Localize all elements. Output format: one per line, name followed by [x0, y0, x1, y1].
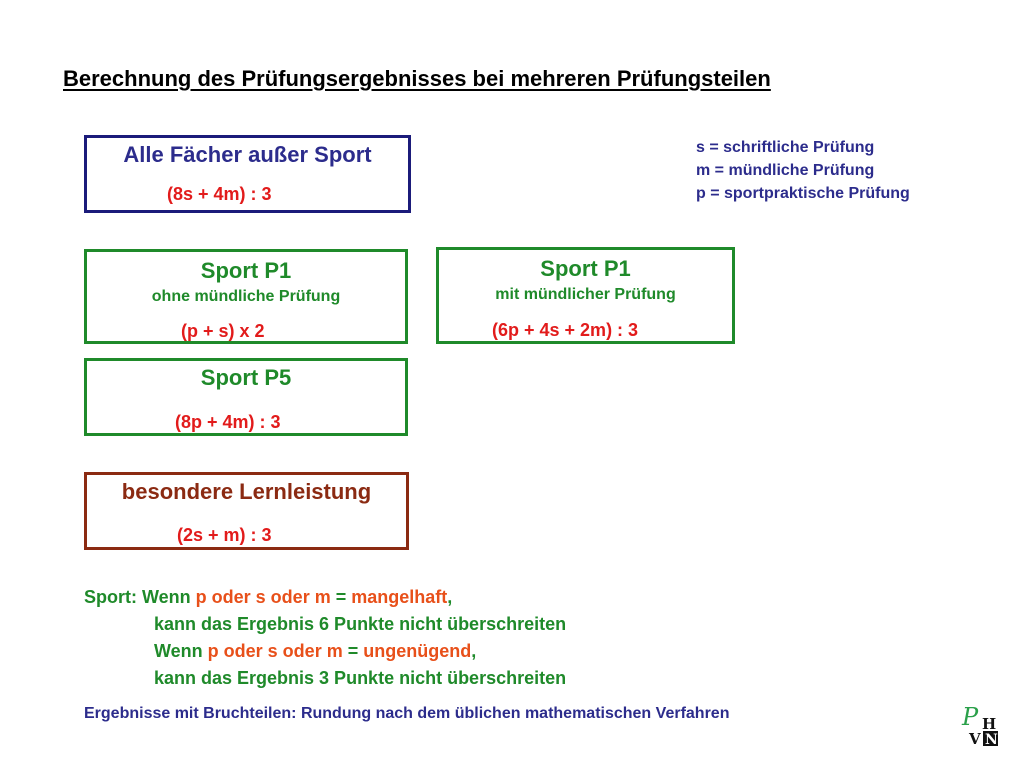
box-sport-p1-ohne: Sport P1 ohne mündliche Prüfung (p + s) …	[84, 249, 408, 344]
box-alle-faecher-heading: Alle Fächer außer Sport	[123, 142, 372, 167]
box-besondere-lernleistung: besondere Lernleistung (2s + m) : 3	[84, 472, 409, 550]
logo-letter-p: P	[961, 703, 979, 731]
legend-item-s: s = schriftliche Prüfung	[696, 139, 875, 156]
box-sport-p5: Sport P5 (8p + 4m) : 3	[84, 358, 408, 436]
box-sport-p1-ohne-formula: (p + s) x 2	[181, 321, 265, 341]
box-sport-p1-mit-formula: (6p + 4s + 2m) : 3	[492, 320, 639, 340]
box-sport-p5-heading: Sport P5	[200, 365, 292, 390]
ph-vn-logo-icon: P H V N	[961, 703, 998, 747]
sport-notes: Sport: Wenn p oder s oder m = mangelhaft…	[84, 584, 566, 692]
box-sport-p5-formula: (8p + 4m) : 3	[175, 412, 281, 432]
box-sport-p1-ohne-subheading: ohne mündliche Prüfung	[151, 288, 341, 305]
box-sport-p1-mit: Sport P1 mit mündlicher Prüfung (6p + 4s…	[436, 247, 735, 344]
box-sport-p1-ohne-heading: Sport P1	[200, 258, 292, 283]
legend-item-m: m = mündliche Prüfung	[696, 162, 875, 179]
note-line-2: kann das Ergebnis 6 Punkte nicht übersch…	[154, 614, 567, 634]
footer-rounding-note: Ergebnisse mit Bruchteilen: Rundung nach…	[84, 705, 730, 722]
box-alle-faecher-formula: (8s + 4m) : 3	[167, 184, 272, 204]
box-besondere-heading: besondere Lernleistung	[121, 479, 372, 504]
note-line-1: Sport: Wenn p oder s oder m = mangelhaft…	[84, 587, 453, 607]
box-sport-p1-mit-heading: Sport P1	[540, 256, 631, 281]
note-line-4: kann das Ergebnis 3 Punkte nicht übersch…	[154, 668, 567, 688]
box-alle-faecher: Alle Fächer außer Sport (8s + 4m) : 3	[84, 135, 411, 213]
legend-item-p: p = sportpraktische Prüfung	[696, 185, 910, 202]
box-besondere-formula: (2s + m) : 3	[177, 525, 272, 545]
legend: s = schriftliche Prüfung m = mündliche P…	[696, 136, 910, 205]
logo-letter-v: V	[968, 730, 981, 747]
logo-letter-h: H	[982, 715, 996, 733]
box-sport-p1-mit-subheading: mit mündlicher Prüfung	[495, 286, 676, 303]
note-line-3: Wenn p oder s oder m = ungenügend,	[154, 641, 477, 661]
logo-letter-n: N	[985, 732, 998, 747]
page-title: Berechnung des Prüfungsergebnisses bei m…	[63, 66, 771, 91]
